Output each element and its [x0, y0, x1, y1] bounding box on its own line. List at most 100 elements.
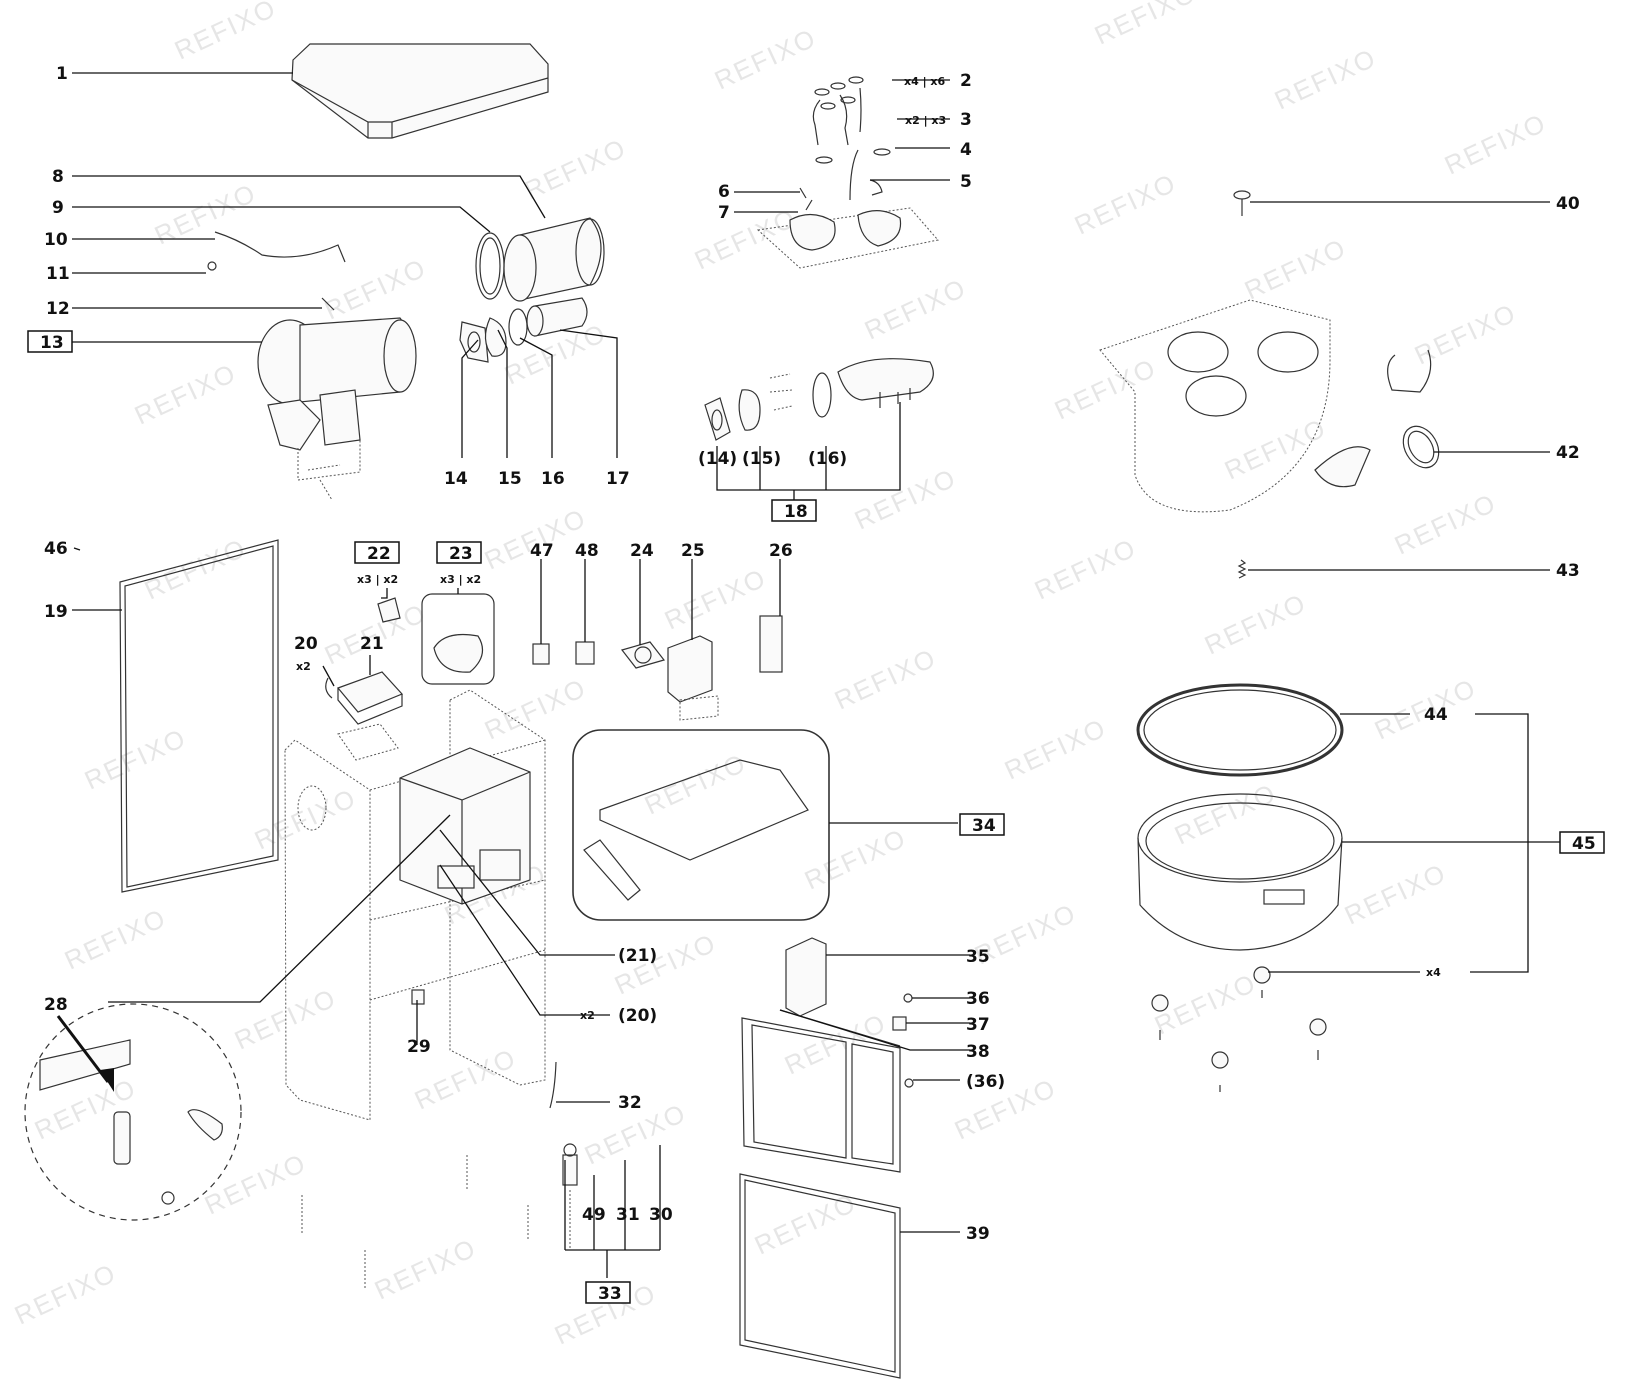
svg-text:REFIXO: REFIXO [1200, 587, 1311, 660]
svg-text:REFIXO: REFIXO [1090, 0, 1201, 50]
part-18-inlet-kit [704, 358, 934, 441]
part-10-wire [214, 231, 346, 263]
svg-text:REFIXO: REFIXO [1030, 532, 1141, 605]
part-42-gasket [1402, 425, 1440, 469]
label-34: 34 [972, 816, 996, 836]
part-24-fan [620, 641, 666, 669]
label-28: 28 [44, 995, 68, 1015]
part-9-clamp-ring [475, 232, 505, 300]
arrowhead-28 [100, 1068, 114, 1092]
qty-23: x3 | x2 [440, 573, 481, 586]
label-33-box [585, 1281, 631, 1304]
part-25-transformer [667, 635, 719, 721]
label-33: 33 [598, 1284, 622, 1304]
svg-text:REFIXO: REFIXO [1000, 712, 1111, 785]
label-13: 13 [40, 333, 64, 353]
label-8: 8 [52, 167, 64, 187]
svg-text:REFIXO: REFIXO [80, 722, 191, 795]
svg-text:REFIXO: REFIXO [10, 1257, 121, 1330]
svg-text:REFIXO: REFIXO [1410, 297, 1521, 370]
part-20-clip [325, 677, 333, 699]
part-11-nut [207, 261, 217, 271]
label-46: 46 [44, 539, 68, 559]
svg-text:REFIXO: REFIXO [1240, 232, 1351, 305]
cabinet-frame [284, 689, 546, 1121]
label-36-ref: (36) [966, 1072, 1005, 1092]
label-44: 44 [1424, 705, 1448, 725]
part-44-seal-ring [1136, 683, 1344, 777]
qty-22: x3 | x2 [357, 573, 398, 586]
casters [1151, 966, 1327, 1092]
label-16-ref: (16) [808, 449, 847, 469]
part-37-plate [892, 1016, 907, 1031]
part-12-pin [321, 297, 335, 311]
svg-text:REFIXO: REFIXO [640, 747, 751, 820]
part-28-magnified-fuse [24, 1003, 242, 1221]
svg-text:REFIXO: REFIXO [1440, 107, 1551, 180]
label-23: 23 [449, 544, 473, 564]
part-26-module [759, 615, 783, 673]
label-23-box [436, 541, 482, 564]
label-14: 14 [444, 469, 468, 489]
svg-text:REFIXO: REFIXO [60, 902, 171, 975]
svg-text:REFIXO: REFIXO [480, 502, 591, 575]
label-24: 24 [630, 541, 654, 561]
label-5: 5 [960, 172, 972, 192]
label-43: 43 [1556, 561, 1580, 581]
svg-text:REFIXO: REFIXO [200, 1147, 311, 1220]
part-45-container [1137, 793, 1343, 951]
qty-45: x4 [1426, 966, 1441, 979]
label-16: 16 [541, 469, 565, 489]
svg-text:REFIXO: REFIXO [850, 462, 961, 535]
svg-text:REFIXO: REFIXO [170, 0, 281, 65]
svg-text:REFIXO: REFIXO [1050, 352, 1161, 425]
drum-housing [1099, 299, 1432, 513]
label-42: 42 [1556, 443, 1580, 463]
part-29-block [411, 989, 425, 1005]
part-47-relay [532, 643, 550, 665]
label-21: 21 [360, 634, 384, 654]
part-21-tray [336, 671, 404, 761]
label-14-ref: (14) [698, 449, 737, 469]
label-30: 30 [649, 1205, 673, 1225]
svg-text:REFIXO: REFIXO [1220, 412, 1331, 485]
qty-20: x2 [296, 660, 311, 673]
part-13-blower-motor [257, 317, 417, 501]
svg-text:REFIXO: REFIXO [1270, 42, 1381, 115]
label-15-ref: (15) [742, 449, 781, 469]
label-15: 15 [498, 469, 522, 489]
svg-text:REFIXO: REFIXO [780, 1007, 891, 1080]
label-34-box [959, 813, 1005, 836]
part-23-valve-assembly [421, 593, 495, 685]
label-37: 37 [966, 1015, 990, 1035]
label-29: 29 [407, 1037, 431, 1057]
label-10: 10 [44, 230, 68, 250]
label-48: 48 [575, 541, 599, 561]
label-19: 19 [44, 602, 68, 622]
callout-labels: 1 8 9 10 11 12 13 14 15 16 17 x4 | x6 2 … [27, 64, 1605, 1304]
label-13-box [27, 330, 73, 353]
label-17: 17 [606, 469, 630, 489]
label-1: 1 [56, 64, 68, 84]
label-39: 39 [966, 1224, 990, 1244]
label-25: 25 [681, 541, 705, 561]
door-frame [741, 1017, 914, 1173]
label-20-ref: (20) [618, 1006, 657, 1026]
svg-text:REFIXO: REFIXO [800, 822, 911, 895]
part-35-control-board [785, 937, 827, 1017]
label-38: 38 [966, 1042, 990, 1062]
label-49: 49 [582, 1205, 606, 1225]
part-43-spring [1237, 559, 1247, 579]
label-20: 20 [294, 634, 318, 654]
part-36-screw [903, 993, 913, 1003]
part-33-regulator [562, 1143, 578, 1250]
svg-text:REFIXO: REFIXO [140, 532, 251, 605]
qty-2: x4 | x6 [904, 75, 946, 88]
svg-text:REFIXO: REFIXO [750, 1187, 861, 1260]
label-21-ref: (21) [618, 946, 657, 966]
label-31: 31 [616, 1205, 640, 1225]
svg-text:REFIXO: REFIXO [320, 252, 431, 325]
label-11: 11 [46, 264, 70, 284]
svg-text:REFIXO: REFIXO [690, 202, 801, 275]
